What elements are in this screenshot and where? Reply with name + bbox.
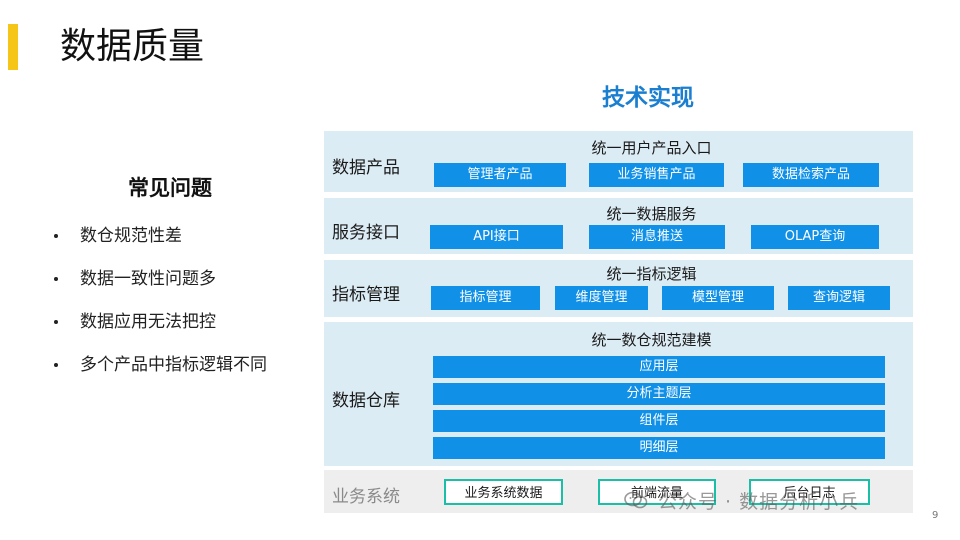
title-accent-bar (8, 24, 18, 70)
issues-heading: 常见问题 (128, 176, 212, 200)
issue-item: 数据一致性问题多 (50, 265, 267, 308)
bullet-icon (54, 320, 58, 324)
issue-item: 多个产品中指标逻辑不同 (50, 351, 267, 394)
layer-label: 数据仓库 (332, 391, 400, 411)
chip-dimension-mgmt[interactable]: 维度管理 (555, 286, 648, 310)
page-number: 9 (932, 510, 939, 521)
tech-section-title: 技术实现 (602, 85, 694, 111)
issue-text: 数仓规范性差 (80, 226, 182, 246)
layer-data-warehouse: 数据仓库 统一数仓规范建模 应用层 分析主题层 组件层 明细层 (324, 322, 913, 466)
layer-data-products: 数据产品 统一用户产品入口 管理者产品 业务销售产品 数据检索产品 (324, 131, 913, 192)
chip-api[interactable]: API接口 (430, 225, 563, 249)
bullet-icon (54, 234, 58, 238)
layer-service-interface: 服务接口 统一数据服务 API接口 消息推送 OLAP查询 (324, 198, 913, 254)
bar-application-layer[interactable]: 应用层 (433, 356, 885, 378)
layer-label: 业务系统 (332, 487, 400, 507)
bullet-icon (54, 363, 58, 367)
chip-sales-product[interactable]: 业务销售产品 (589, 163, 724, 187)
bar-component-layer[interactable]: 组件层 (433, 410, 885, 432)
layer-subtitle: 统一数仓规范建模 (591, 331, 712, 349)
issue-text: 数据一致性问题多 (80, 269, 216, 289)
layer-label: 数据产品 (332, 158, 400, 178)
chip-business-system-data[interactable]: 业务系统数据 (444, 479, 563, 505)
page-title: 数据质量 (60, 26, 205, 67)
chip-olap[interactable]: OLAP查询 (751, 225, 879, 249)
bullet-icon (54, 277, 58, 281)
issues-list: 数仓规范性差 数据一致性问题多 数据应用无法把控 多个产品中指标逻辑不同 (50, 222, 267, 394)
chip-message-push[interactable]: 消息推送 (589, 225, 725, 249)
chip-query-logic[interactable]: 查询逻辑 (788, 286, 890, 310)
chip-backend-logs[interactable]: 后台日志 (749, 479, 870, 505)
layer-business-systems: 业务系统 业务系统数据 前端流量 后台日志 (324, 470, 913, 513)
chip-manager-product[interactable]: 管理者产品 (434, 163, 566, 187)
watermark: 公众号 · 数据分析小兵 (624, 486, 859, 514)
watermark-text: 公众号 · 数据分析小兵 (658, 490, 860, 513)
layer-subtitle: 统一指标逻辑 (606, 265, 697, 283)
wechat-icon (624, 491, 648, 509)
layer-subtitle: 统一用户产品入口 (591, 139, 712, 157)
bar-detail-layer[interactable]: 明细层 (433, 437, 885, 459)
issue-item: 数仓规范性差 (50, 222, 267, 265)
issue-text: 多个产品中指标逻辑不同 (80, 355, 267, 375)
bar-analysis-topic-layer[interactable]: 分析主题层 (433, 383, 885, 405)
layer-label: 服务接口 (332, 223, 400, 243)
issue-item: 数据应用无法把控 (50, 308, 267, 351)
chip-search-product[interactable]: 数据检索产品 (743, 163, 879, 187)
layer-subtitle: 统一数据服务 (606, 205, 697, 223)
chip-metric-mgmt[interactable]: 指标管理 (431, 286, 540, 310)
layer-metric-management: 指标管理 统一指标逻辑 指标管理 维度管理 模型管理 查询逻辑 (324, 260, 913, 317)
layer-label: 指标管理 (332, 285, 400, 305)
issue-text: 数据应用无法把控 (80, 312, 216, 332)
chip-model-mgmt[interactable]: 模型管理 (662, 286, 774, 310)
